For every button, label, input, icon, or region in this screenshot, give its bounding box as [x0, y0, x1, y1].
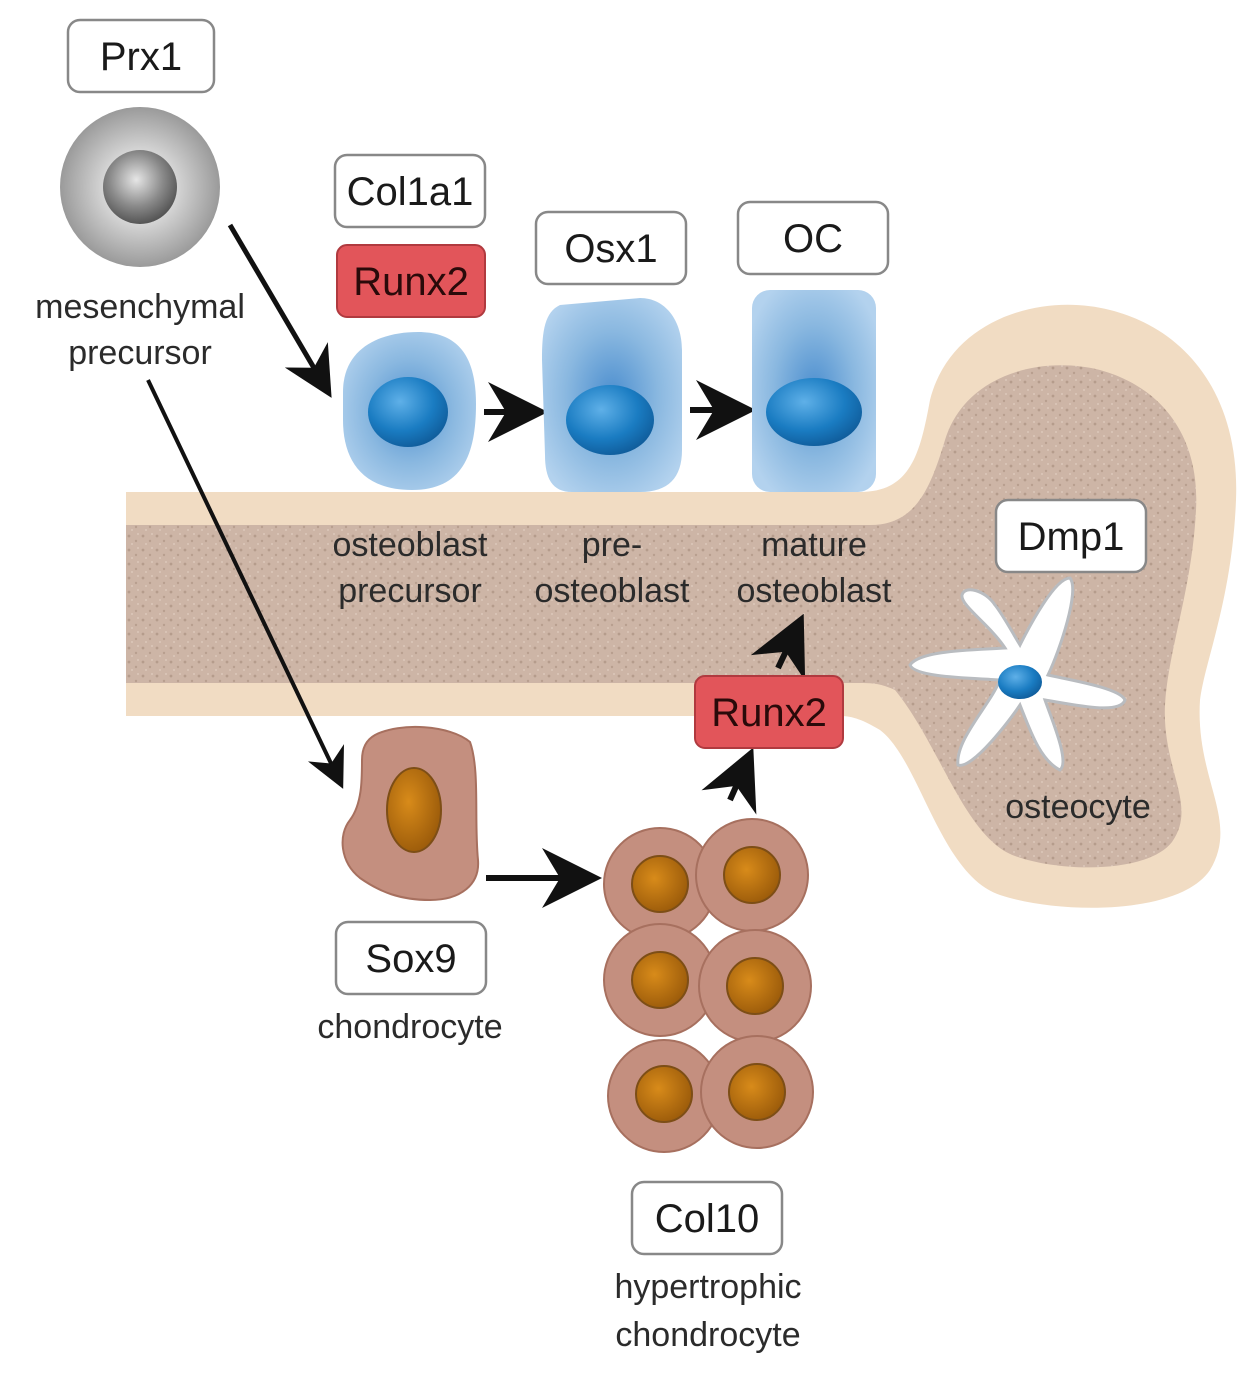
hypertrophic-chondrocyte	[603, 827, 717, 941]
hypertrophic-chondrocyte-cluster	[603, 818, 814, 1153]
marker-runx2-top: Runx2	[336, 244, 486, 318]
marker-dmp1: Dmp1	[994, 498, 1148, 574]
marker-col10: Col10	[630, 1180, 784, 1256]
arrow-hypertrophic-to-runx2	[701, 747, 757, 815]
hypertrophic-chondrocyte	[695, 818, 809, 932]
caption-mesenchymal-line2: precursor	[68, 334, 212, 372]
hypertrophic-chondrocyte	[700, 1035, 814, 1149]
mature-osteoblast-cell	[752, 290, 876, 492]
caption-pre-osteoblast-line2: osteoblast	[535, 572, 691, 610]
marker-runx2-bottom: Runx2	[694, 675, 844, 749]
arrow-runx2-to-mature-osteoblast	[750, 613, 806, 681]
marker-col1a1-label: Col1a1	[347, 170, 474, 214]
marker-col1a1: Col1a1	[333, 153, 487, 229]
marker-osx1-label: Osx1	[564, 227, 657, 271]
caption-mature-osteoblast-line2: osteoblast	[737, 572, 893, 610]
mesenchymal-precursor-cell	[60, 107, 220, 267]
osteocyte-cell	[908, 576, 1127, 772]
marker-sox9-label: Sox9	[365, 937, 456, 981]
arrow-mesenchymal-to-osteoblast	[227, 223, 332, 398]
caption-hypertrophic-line1: hypertrophic	[614, 1268, 801, 1306]
caption-osteoblast-precursor-line1: osteoblast	[333, 526, 489, 564]
pre-osteoblast-cell	[542, 298, 682, 492]
marker-dmp1-label: Dmp1	[1018, 515, 1125, 559]
marker-osx1: Osx1	[534, 210, 688, 286]
caption-chondrocyte: chondrocyte	[317, 1008, 502, 1046]
caption-osteocyte: osteocyte	[1005, 788, 1151, 826]
marker-prx1: Prx1	[66, 18, 216, 94]
caption-osteoblast-precursor-line2: precursor	[338, 572, 482, 610]
caption-mesenchymal-line1: mesenchymal	[35, 288, 245, 326]
bone-marrow	[126, 365, 1197, 868]
marker-prx1-label: Prx1	[100, 35, 182, 79]
marker-oc-label: OC	[783, 217, 843, 261]
marker-oc: OC	[736, 200, 890, 276]
marker-sox9: Sox9	[334, 920, 488, 996]
chondrocyte-cell	[341, 726, 480, 902]
caption-hypertrophic-line2: chondrocyte	[615, 1316, 800, 1354]
caption-mature-osteoblast-line1: mature	[761, 526, 867, 564]
marker-col10-label: Col10	[655, 1197, 760, 1241]
caption-pre-osteoblast-line1: pre-	[582, 526, 642, 564]
osteoblast-precursor-cell	[343, 332, 476, 490]
arrow-mesenchymal-to-chondrocyte	[146, 379, 344, 789]
hypertrophic-chondrocyte	[698, 929, 812, 1043]
marker-runx2-bottom-label: Runx2	[711, 691, 827, 735]
marker-runx2-top-label: Runx2	[353, 260, 469, 304]
